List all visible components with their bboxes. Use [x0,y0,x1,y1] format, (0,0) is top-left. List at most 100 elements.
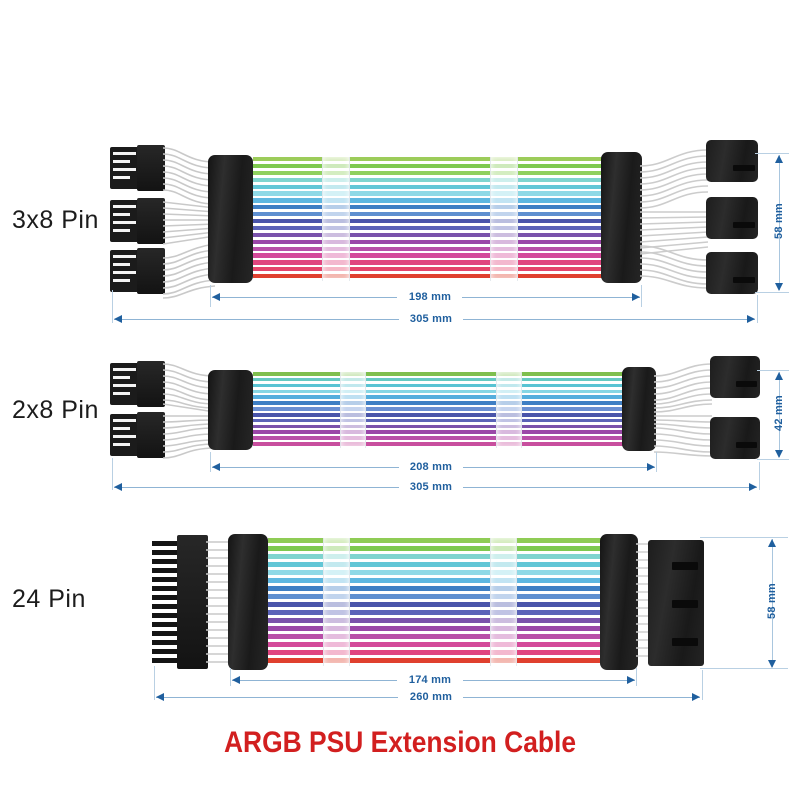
extension-line [636,668,637,686]
dimension-line [462,297,640,298]
extension-line [757,370,789,371]
hub-right-24 [600,534,638,670]
cable-band [253,407,625,411]
cable-band [268,570,604,575]
arrow-right-icon [749,483,757,491]
hub-left-24 [228,534,268,670]
cable-band [268,538,604,543]
arrow-left-icon [212,463,220,471]
extension-line [702,670,703,700]
arrow-right-icon [747,315,755,323]
arrow-right-icon [647,463,655,471]
cable-band [253,442,625,446]
extension-line [112,458,113,490]
cable-band [268,642,604,647]
arrow-up-icon [775,372,783,380]
arrow-down-icon [775,283,783,291]
cable-band [253,383,625,388]
dimension-inner-2x8: 208 mm [409,461,453,473]
dimension-line [114,487,399,488]
dimension-line-vertical [779,155,780,290]
cable-band [268,618,604,623]
arrow-up-icon [768,539,776,547]
dimension-line [463,487,757,488]
cable-band [253,267,605,272]
extension-line [700,537,788,538]
cable-band [253,401,625,405]
cable-band [268,562,604,567]
cable-band [268,626,604,631]
dimension-total-3x8: 305 mm [409,313,453,325]
dimension-line [114,319,399,320]
wire-fan-right-3x8 [640,149,708,289]
cable-band [268,578,604,583]
cable-band [253,253,605,258]
sleeve-clip [323,538,350,666]
dimension-height-3x8: 58 mm [773,203,785,239]
connector-24pin-body [177,535,208,669]
arrow-down-icon [775,450,783,458]
dimension-line-vertical [779,372,780,457]
connector-24pin-teeth [152,541,192,663]
cable-band [253,395,625,399]
extension-line [755,292,789,293]
wire-fan-left-24 [206,541,230,663]
cable-band [253,430,625,435]
extension-line [656,452,657,472]
cable-band [253,436,625,440]
cable-band [268,610,604,615]
extension-line [755,153,789,154]
extension-line [230,668,231,686]
cable-band [268,594,604,599]
cable-band [268,554,604,559]
cable-band [253,274,605,279]
arrow-right-icon [627,676,635,684]
cable-band [253,177,605,182]
arrow-left-icon [114,483,122,491]
cable-band [253,372,625,376]
cable-band [253,163,605,169]
hub-left-2x8 [208,370,253,450]
extension-line [112,290,113,323]
arrow-left-icon [114,315,122,323]
cable-band [253,225,605,231]
cable-band [253,212,605,217]
cable-band [253,205,605,210]
page-title: ARGB PSU Extension Cable [223,726,577,759]
dimension-line [212,467,399,468]
dimension-height-24: 58 mm [766,583,778,619]
row-label-3x8: 3x8 Pin [12,206,99,234]
cable-band [253,191,605,196]
row-label-24: 24 Pin [12,585,86,613]
dimension-line [463,680,635,681]
cable-band [253,418,625,423]
cable-band [253,424,625,429]
extension-line [641,285,642,307]
cable-band [268,650,604,655]
hub-left-3x8 [208,155,253,283]
cable-band [268,634,604,639]
dimension-line [463,319,755,320]
cable-band [253,157,605,162]
arrow-right-icon [692,693,700,701]
extension-line [757,459,789,460]
cable-band [253,246,605,251]
cable-band [253,198,605,203]
cable-band [253,232,605,238]
dimension-inner-3x8: 198 mm [408,291,452,303]
cable-band [253,412,625,417]
dimension-inner-24: 174 mm [408,674,452,686]
cable-band [253,260,605,265]
cable-band [253,239,605,244]
dimension-line [463,467,655,468]
sleeve-clip [490,538,517,666]
cable-band [253,184,605,189]
dimension-line [156,697,398,698]
arrow-left-icon [232,676,240,684]
cable-band [253,389,625,394]
cable-ribbon-2x8 [253,372,625,448]
sleeve-clip [490,157,518,281]
arrow-down-icon [768,660,776,668]
sleeve-clip [322,157,350,281]
sleeve-clip [340,372,366,448]
